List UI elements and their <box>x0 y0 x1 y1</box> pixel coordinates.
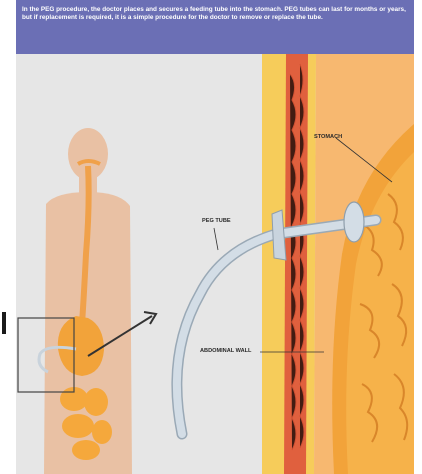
cropped-edge-mark <box>2 312 6 334</box>
stomach-label: STOMACH <box>314 134 342 140</box>
internal-bumper <box>344 202 364 242</box>
peg-tube-label: PEG TUBE <box>202 218 231 224</box>
illustration-frame: In the PEG procedure, the doctor places … <box>16 0 414 474</box>
caption-banner: In the PEG procedure, the doctor places … <box>16 0 414 54</box>
abdominal-wall-label: ABDOMINAL WALL <box>200 348 251 354</box>
peg-illustration <box>16 54 414 474</box>
